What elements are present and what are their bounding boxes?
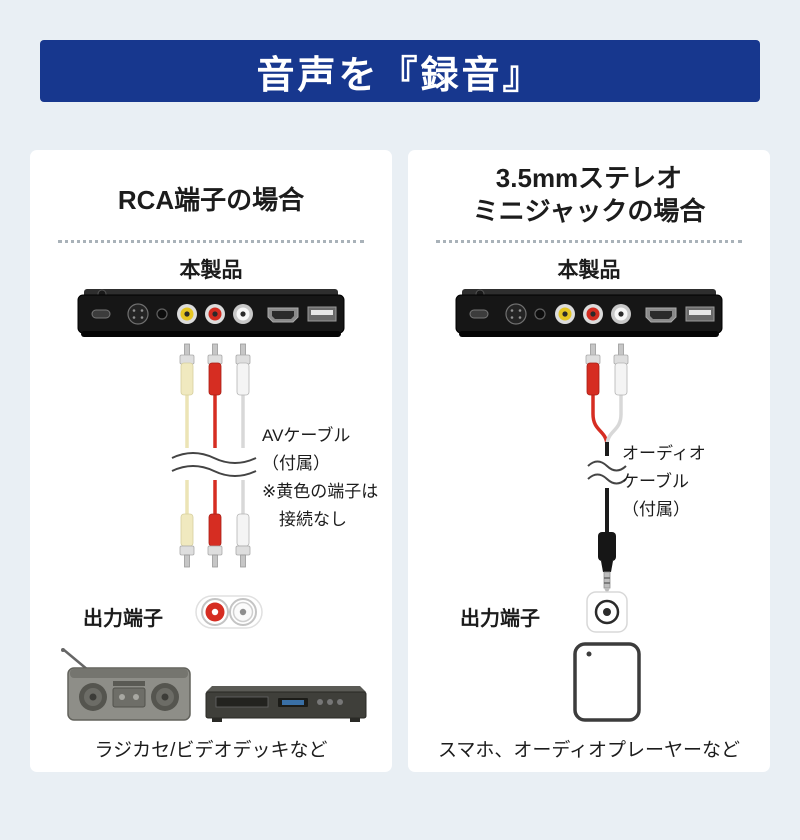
- rca-jack-red: [201, 598, 229, 626]
- cable-note: オーディオ ケーブル （付属）: [622, 440, 706, 524]
- capture-device-illustration: [455, 289, 723, 337]
- minijack-output-jack: [586, 591, 628, 633]
- panel-minijack-title-line1: 3.5mmステレオ: [495, 163, 683, 193]
- device-label: 本製品: [179, 259, 243, 282]
- usb-a-port: [307, 306, 337, 322]
- cable-break-mark: [171, 465, 257, 477]
- header-banner: 音声を『録音』: [40, 40, 760, 102]
- rca-port-yellow: [555, 304, 575, 324]
- hdmi-port: [267, 307, 299, 323]
- cable-note-line: AVケーブル: [262, 426, 351, 445]
- capture-device-illustration: [77, 289, 345, 337]
- rca-plug-white-up: [613, 343, 629, 396]
- cable-note-line: ケーブル: [622, 472, 689, 491]
- panels-container: RCA端子の場合 本製品: [30, 150, 770, 772]
- dotted-divider: [58, 240, 364, 243]
- output-terminal-label: 出力端子: [460, 608, 540, 630]
- device-label: 本製品: [557, 259, 621, 282]
- cable-break-mark: [587, 460, 627, 472]
- panel-rca-caption: ラジカセ/ビデオデッキなど: [94, 740, 328, 761]
- panel-rca: RCA端子の場合 本製品: [30, 150, 392, 772]
- mic-jack-port: [156, 308, 168, 320]
- player-devices-illustration: [61, 648, 367, 722]
- cable-note: AVケーブル （付属） ※黄色の端子は 接続なし: [262, 422, 378, 534]
- rca-jack-white: [229, 598, 257, 626]
- rca-output-jacks: [195, 595, 263, 629]
- rca-port-red: [583, 304, 603, 324]
- hdmi-port: [645, 307, 677, 323]
- cable-note-line: オーディオ: [622, 444, 706, 463]
- rca-plug-white-up: [235, 343, 251, 396]
- cable-note-line: 接続なし: [279, 510, 347, 529]
- rca-port-white: [611, 304, 631, 324]
- rca-plug-white-down: [235, 513, 251, 568]
- av-cable-illustration: [168, 343, 260, 568]
- usb-c-port: [91, 309, 111, 319]
- vcr-illustration: [205, 686, 367, 722]
- cable-break-mark: [171, 452, 257, 464]
- rca-plug-red-up: [207, 343, 223, 396]
- s-video-port: [505, 303, 527, 325]
- rca-port-white: [233, 304, 253, 324]
- usb-a-port: [685, 306, 715, 322]
- rca-port-red: [205, 304, 225, 324]
- rca-port-yellow: [177, 304, 197, 324]
- usb-c-port: [469, 309, 489, 319]
- output-terminal-label: 出力端子: [83, 608, 163, 630]
- cable-note-line: ※黄色の端子は: [262, 482, 379, 501]
- cable-note-line: （付属）: [622, 500, 690, 519]
- phone-camera-dot: [586, 651, 592, 657]
- panel-minijack-caption: スマホ、オーディオプレーヤーなど: [437, 740, 741, 761]
- rca-plug-red-down: [207, 513, 223, 568]
- mic-jack-port: [534, 308, 546, 320]
- s-video-port: [127, 303, 149, 325]
- dotted-divider: [436, 240, 742, 243]
- panel-rca-title: RCA端子の場合: [117, 185, 305, 215]
- rca-plug-yellow-up: [179, 343, 195, 396]
- cable-note-line: （付属）: [262, 454, 330, 473]
- panel-minijack-title-line2: ミニジャックの場合: [472, 196, 706, 226]
- radio-cassette-illustration: [61, 648, 191, 721]
- panel-minijack-title: 3.5mmステレオ ミニジャックの場合: [408, 162, 770, 228]
- header-title: 音声を『録音』: [256, 54, 544, 97]
- panel-minijack: 3.5mmステレオ ミニジャックの場合 本製品: [408, 150, 770, 772]
- smartphone-illustration: [573, 642, 641, 722]
- cable-break-mark: [587, 473, 627, 485]
- rca-plug-yellow-down: [179, 513, 195, 568]
- mini-plug: [598, 532, 616, 594]
- audio-cable-illustration: [584, 343, 630, 594]
- rca-plug-red-up: [585, 343, 601, 396]
